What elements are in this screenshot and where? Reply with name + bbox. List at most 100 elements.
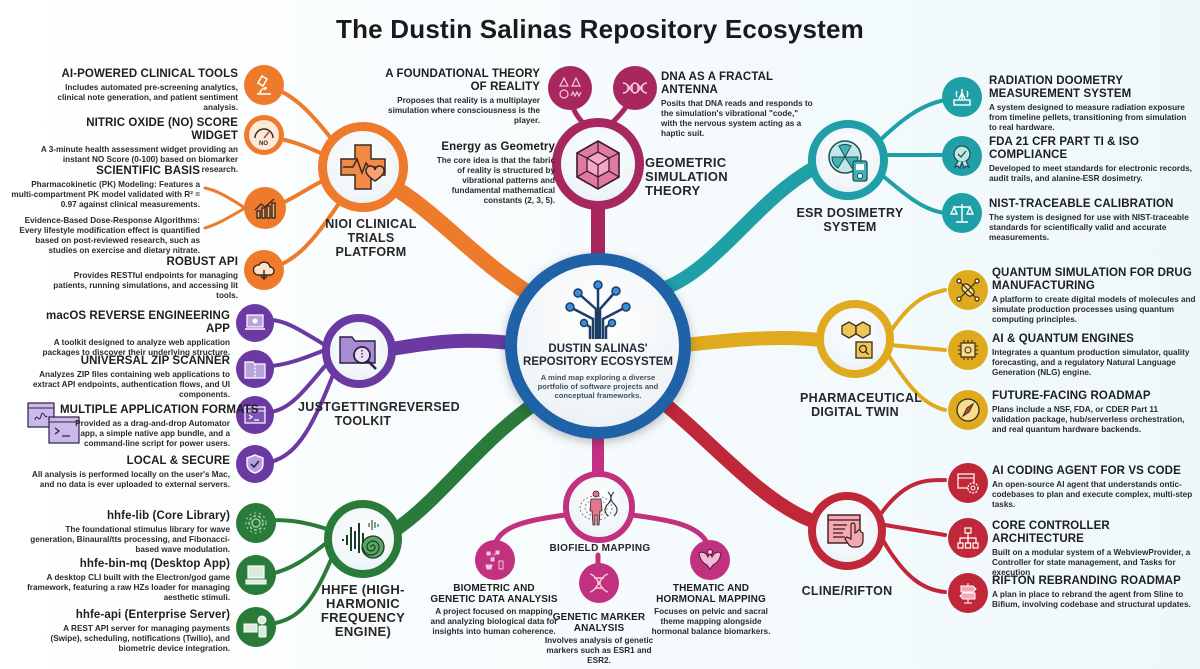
bio-item-3: THEMATIC AND HORMONAL MAPPING Focuses on… [650, 583, 772, 637]
waveform-spiral-icon [342, 520, 385, 559]
app-windows-illustration-icon [27, 402, 80, 444]
hub-jgr[interactable] [322, 314, 396, 388]
hhfe-item-2-text: A desktop CLI built with the Electron/go… [27, 573, 230, 602]
lab-flow-icon [485, 550, 504, 570]
branch-jgr-main [378, 333, 532, 357]
bio-item-3-text: Focuses on pelvic and sacral theme mappi… [651, 607, 771, 636]
hub-hhfe[interactable] [324, 500, 402, 578]
nioi-item-3-icon-circle [244, 187, 286, 229]
geo-item-1-text: Proposes that reality is a multiplayer s… [388, 96, 540, 125]
branch-jgr-3 [268, 358, 332, 414]
branch-cline-3 [878, 533, 947, 594]
hub-label-cline: CLINE/RIFTON [801, 584, 893, 598]
branch-bio-1 [492, 512, 568, 548]
terminal-icon [244, 406, 266, 424]
center-title: DUSTIN SALINAS' REPOSITORY ECOSYSTEM [523, 343, 673, 368]
hhfe-item-3-title: hhfe-api (Enterprise Server) [75, 609, 230, 621]
cline-item-3-icon-circle [948, 573, 988, 613]
jgr-item-2-icon-circle [236, 350, 274, 388]
cline-item-1: AI CODING AGENT FOR VS CODE An open-sour… [992, 465, 1197, 510]
bio-item-3-title: THEMATIC AND HORMONAL MAPPING [656, 583, 766, 605]
esr-item-1-text: A system designed to measure radiation e… [989, 103, 1187, 132]
cline-item-1-title: AI CODING AGENT FOR VS CODE [992, 465, 1181, 477]
pharma-item-3-icon-circle [948, 390, 988, 430]
hub-label-hhfe: HHFE (HIGH-HARMONIC FREQUENCY ENGINE) [320, 582, 406, 639]
hub-label-esr: ESR DOSIMETRY SYSTEM [796, 206, 904, 234]
page-title: The Dustin Salinas Repository Ecosystem [336, 14, 864, 44]
hierarchy-icon [957, 527, 979, 549]
window-gear-icon [957, 473, 979, 494]
nioi-item-4: ROBUST API Provides RESTful endpoints fo… [40, 256, 238, 301]
jgr-item-4: LOCAL & SECURE All analysis is performed… [30, 455, 230, 490]
hub-geometric[interactable] [552, 118, 644, 210]
jgr-item-3-icon-circle [236, 396, 274, 434]
hhfe-item-1: hhfe-lib (Core Library) The foundational… [30, 510, 230, 555]
hub-esr[interactable] [808, 120, 888, 200]
hub-cline[interactable] [808, 492, 886, 570]
branch-cline-main [653, 393, 817, 527]
hhfe-item-3: hhfe-api (Enterprise Server) A REST API … [30, 609, 230, 654]
nioi-item-4-text: Provides RESTful endpoints for managing … [53, 271, 238, 300]
hhfe-item-3-text: A REST API server for managing payments … [50, 624, 230, 653]
dna-icon [589, 573, 609, 593]
bar-chart-icon [254, 198, 276, 219]
branch-nioi-3a [203, 186, 247, 210]
branch-jgr-1 [268, 318, 327, 347]
jgr-item-2: UNIVERSAL ZIP SCANNER Analyzes ZIP files… [30, 355, 230, 400]
bio-item-2-text: Involves analysis of genetic markers suc… [544, 636, 654, 665]
bio-item-1-icon-circle [475, 540, 515, 580]
geo-item-2: DNA AS A FRACTAL ANTENNA Posits that DNA… [661, 71, 816, 139]
bio-item-1: BIOMETRIC AND GENETIC DATA ANALYSIS A pr… [430, 583, 558, 637]
hhfe-item-3-icon-circle [236, 607, 276, 647]
branch-nioi-3b [203, 206, 247, 230]
geo-item-2-title: DNA AS A FRACTAL ANTENNA [661, 71, 773, 96]
geo-item-3: Energy as Geometry The core idea is that… [433, 141, 555, 206]
nioi-item-3-text-2: Evidence-Based Dose-Response Algorithms:… [19, 216, 200, 255]
hub-biofield[interactable] [563, 471, 635, 543]
pelvis-icon [698, 549, 722, 570]
hub-label-pharma: PHARMACEUTICAL DIGITAL TWIN [800, 391, 923, 419]
branch-hhfe-1 [268, 518, 332, 532]
center-hub: DUSTIN SALINAS' REPOSITORY ECOSYSTEM A m… [505, 253, 691, 439]
branch-pharma-1 [883, 288, 947, 342]
atom-pill-icon [956, 278, 980, 302]
branch-pharma-main [678, 330, 827, 352]
esr-item-1-icon-circle [942, 77, 982, 117]
bio-item-2-title: GENETIC MARKER ANALYSIS [552, 612, 646, 634]
jgr-item-1-title: macOS REVERSE ENGINEERING APP [46, 310, 230, 335]
nioi-item-3: SCIENTIFIC BASIS Pharmacokinetic (PK) Mo… [8, 165, 200, 256]
esr-item-3-icon-circle [942, 193, 982, 233]
esr-item-1: RADIATION DOOMETRY MEASUREMENT SYSTEM A … [989, 75, 1194, 133]
nioi-item-1-icon-circle [244, 65, 284, 105]
cline-item-3: RIFTON REBRANDING ROADMAP A plan in plac… [992, 575, 1197, 610]
bio-item-2-icon-circle [579, 563, 619, 603]
nioi-item-1: AI-POWERED CLINICAL TOOLS Includes autom… [40, 68, 238, 113]
nioi-item-4-title: ROBUST API [166, 256, 238, 268]
badge-check-icon [953, 145, 971, 169]
jgr-item-2-text: Analyzes ZIP files containing web applic… [32, 370, 230, 399]
browser-hand-icon [827, 514, 864, 548]
gauge-icon: NO [254, 128, 274, 147]
geo-item-1-icon-circle [548, 66, 592, 110]
pharma-item-3-text: Plans include a NSF, FDA, or CDER Part 1… [992, 405, 1185, 434]
jgr-item-2-title: UNIVERSAL ZIP SCANNER [80, 355, 230, 367]
cline-item-2-icon-circle [948, 518, 988, 558]
radiation-meter-icon [828, 140, 868, 182]
nioi-item-2-icon-circle: NO [244, 115, 284, 155]
branch-hhfe-2 [268, 538, 332, 576]
nioi-item-2-text: A 3-minute health assessment widget prov… [40, 145, 238, 174]
pharma-item-1-icon-circle [948, 270, 988, 310]
hub-nioi[interactable] [318, 122, 408, 212]
geo-item-1: A FOUNDATIONAL THEORY OF REALITY Propose… [368, 68, 540, 126]
hexagon-cube-icon [576, 140, 620, 190]
geo-item-3-text: The core idea is that the fabric of real… [436, 156, 555, 205]
hhfe-item-2-title: hhfe-bin-mq (Desktop App) [79, 558, 230, 570]
branch-hhfe-3 [268, 548, 337, 626]
pharma-item-2-text: Integrates a quantum production simulato… [992, 348, 1190, 377]
hub-pharma[interactable] [816, 300, 894, 378]
shield-check-icon [246, 454, 264, 474]
molecule-chip-icon [841, 321, 873, 359]
branch-cline-2 [883, 523, 947, 537]
hhfe-item-1-icon-circle [236, 503, 276, 543]
esr-item-2-title: FDA 21 CFR PART TI & ISO COMPLIANCE [989, 136, 1139, 161]
